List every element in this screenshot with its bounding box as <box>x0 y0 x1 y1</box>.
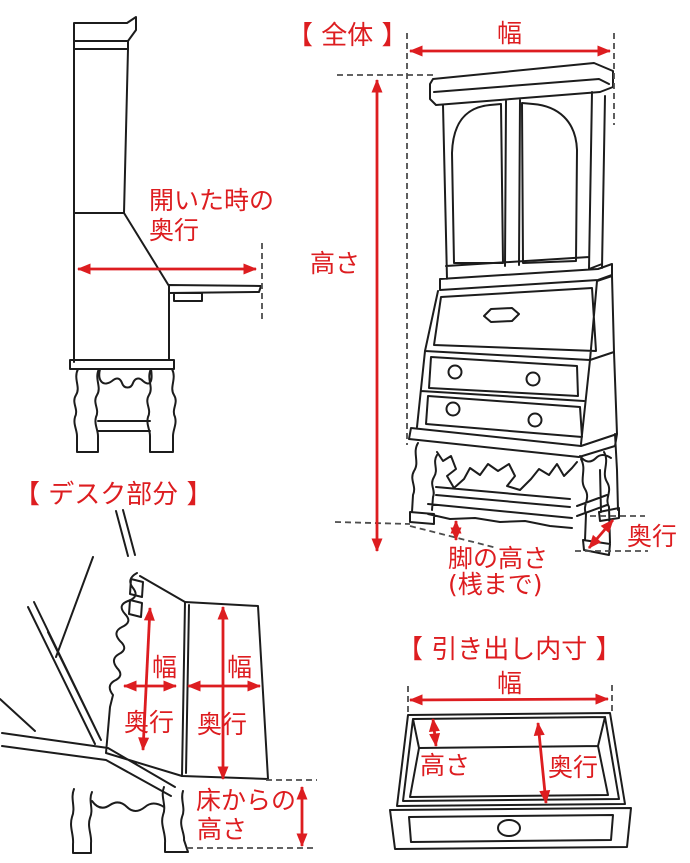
drawer-width-label: 幅 <box>497 669 522 698</box>
side-view-open-flap <box>168 284 262 294</box>
overall-depth-label: 奥行 <box>627 522 677 551</box>
bureau-lid-pull-escutcheon <box>483 307 520 323</box>
side-view-legs-and-apron <box>73 368 177 453</box>
overall-title: 【 全体 】 <box>287 21 408 51</box>
desk-legs-and-apron <box>70 786 189 854</box>
side-view-open-depth-diagram: 開いた時の 奥行 <box>69 16 274 453</box>
desk-inner-depth-label: 奥行 <box>124 708 174 737</box>
leg-height-label-line1: 脚の高さ <box>448 544 548 573</box>
open-depth-label-line2: 奥行 <box>149 216 199 245</box>
drawer-inner-diagram: 【 引き出し内寸 】 幅 高さ 奥行 <box>389 635 632 850</box>
open-depth-label-line1: 開いた時の <box>149 186 274 215</box>
drawer-depth-arrow <box>533 722 551 804</box>
floor-height-label-line2: 高さ <box>197 815 247 844</box>
bureau-slant-lid <box>424 275 615 361</box>
drawer-box-outline <box>396 712 626 807</box>
floor-height-dashed-lines <box>187 779 317 849</box>
drawer-front-knob <box>497 819 521 837</box>
overall-width-label: 幅 <box>497 19 522 48</box>
flap-depth-label: 奥行 <box>197 710 247 739</box>
drawer-inner-title: 【 引き出し内寸 】 <box>397 635 622 665</box>
bureau-drawer-case <box>408 350 618 458</box>
drawer-knob <box>445 401 461 417</box>
desk-open-cabinet-structure <box>0 509 186 797</box>
desk-fold-out-flap <box>181 601 269 780</box>
drawer-knob <box>527 412 543 428</box>
overall-depth-arrow <box>587 519 615 549</box>
drawer-height-arrow <box>428 718 441 747</box>
overall-height-label: 高さ <box>310 249 360 278</box>
flap-width-label: 幅 <box>227 653 252 682</box>
overall-diagram: 【 全体 】 幅 高さ 脚の高さ (桟まで) 奥行 <box>287 19 677 599</box>
bureau-door-panels <box>451 99 578 267</box>
desk-inner-depth-arrow <box>138 607 155 751</box>
bureau-legs-and-stretchers <box>409 433 620 556</box>
drawer-height-label: 高さ <box>420 751 470 780</box>
floor-height-label-line1: 床からの <box>196 786 296 815</box>
drawer-width-arrow <box>409 693 609 706</box>
drawer-front-panel <box>389 807 632 850</box>
desk-section-diagram: 【 デスク部分 】 幅 奥行 幅 奥行 床からの 高さ <box>0 480 317 854</box>
desk-inner-width-label: 幅 <box>152 653 177 682</box>
side-view-cabinet-outline <box>69 16 175 370</box>
drawer-knob <box>447 364 463 380</box>
drawer-depth-label: 奥行 <box>548 753 598 782</box>
desk-section-title: 【 デスク部分 】 <box>14 480 213 510</box>
side-view-flap-support-bracket <box>173 292 203 302</box>
drawer-width-dashed-lines <box>407 685 613 712</box>
drawer-knob <box>525 371 541 387</box>
leg-height-label-line2: (桟まで) <box>448 570 543 599</box>
